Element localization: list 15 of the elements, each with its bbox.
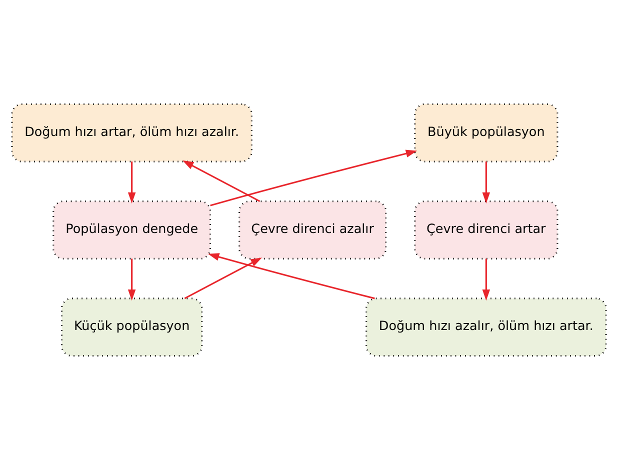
node-box: Doğum hızı artar, ölüm hızı azalır. (11, 103, 252, 162)
node-box: Popülasyon dengede (52, 200, 212, 260)
arrow (210, 150, 418, 206)
node-box: Büyük popülasyon (414, 103, 558, 162)
arrow (128, 162, 136, 204)
arrow (184, 258, 262, 300)
arrow (482, 162, 490, 204)
node-box: Küçük popülasyon (60, 298, 203, 357)
node-box: Çevre direnci azalır (238, 200, 387, 260)
node-box: Doğum hızı azalır, ölüm hızı artar. (366, 298, 607, 357)
arrow (182, 160, 260, 202)
node-box: Çevre direnci artar (414, 200, 558, 260)
arrow (482, 258, 490, 301)
arrow (128, 258, 136, 301)
arrow (208, 253, 375, 300)
